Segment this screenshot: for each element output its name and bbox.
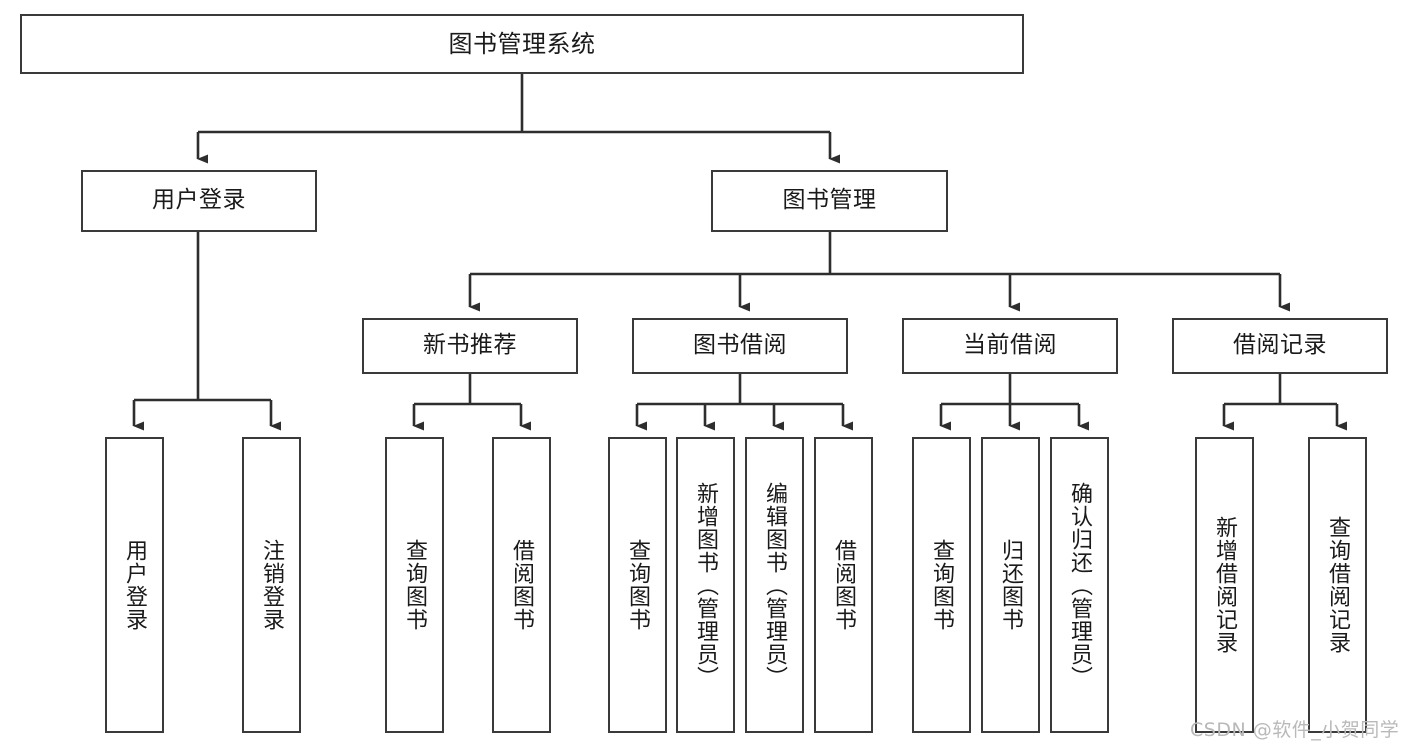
node-label: 查询借阅记录 (1325, 516, 1351, 654)
node-leaf-query-borrow-record[interactable]: 查询借阅记录 (1308, 437, 1367, 733)
node-new-book-recommendation[interactable]: 新书推荐 (362, 318, 578, 374)
node-label: 查询图书 (929, 539, 955, 631)
node-label: 查询图书 (402, 539, 428, 631)
node-leaf-edit-book-admin[interactable]: 编辑图书（管理员） (745, 437, 804, 733)
node-root-book-management-system[interactable]: 图书管理系统 (20, 14, 1024, 74)
node-leaf-return-book[interactable]: 归还图书 (981, 437, 1040, 733)
node-label: 当前借阅 (963, 332, 1057, 359)
node-label: 新增借阅记录 (1212, 516, 1238, 654)
node-label: 编辑图书（管理员） (762, 481, 788, 689)
node-leaf-confirm-return-admin[interactable]: 确认归还（管理员） (1050, 437, 1109, 733)
node-label: 查询图书 (625, 539, 651, 631)
node-label: 图书管理 (782, 187, 877, 214)
node-label: 图书借阅 (693, 332, 787, 359)
node-label: 用户登录 (122, 539, 148, 631)
node-book-management[interactable]: 图书管理 (711, 170, 948, 232)
node-label: 借阅图书 (509, 539, 535, 631)
node-leaf-user-login[interactable]: 用户登录 (105, 437, 164, 733)
node-leaf-query-book-recommendation[interactable]: 查询图书 (385, 437, 444, 733)
node-label: 注销登录 (259, 539, 285, 631)
node-label: 用户登录 (152, 187, 246, 214)
node-label: 借阅图书 (831, 539, 857, 631)
node-current-borrowing[interactable]: 当前借阅 (902, 318, 1118, 374)
node-leaf-borrow-book-recommendation[interactable]: 借阅图书 (492, 437, 551, 733)
node-borrowing-record[interactable]: 借阅记录 (1172, 318, 1388, 374)
node-leaf-query-book-borrow[interactable]: 查询图书 (608, 437, 667, 733)
node-user-login[interactable]: 用户登录 (81, 170, 317, 232)
node-leaf-query-book-current[interactable]: 查询图书 (912, 437, 971, 733)
node-label: 图书管理系统 (448, 29, 596, 58)
node-label: 确认归还（管理员） (1067, 481, 1093, 689)
node-leaf-user-logout[interactable]: 注销登录 (242, 437, 301, 733)
csdn-watermark: CSDN @软件_小贺同学 (1190, 719, 1400, 741)
node-leaf-add-book-admin[interactable]: 新增图书（管理员） (676, 437, 735, 733)
node-label: 借阅记录 (1233, 332, 1327, 359)
node-label: 新增图书（管理员） (693, 481, 719, 689)
node-leaf-add-borrow-record[interactable]: 新增借阅记录 (1195, 437, 1254, 733)
node-book-borrowing[interactable]: 图书借阅 (632, 318, 848, 374)
node-leaf-borrow-book[interactable]: 借阅图书 (814, 437, 873, 733)
node-label: 归还图书 (998, 539, 1024, 631)
node-label: 新书推荐 (423, 332, 517, 359)
